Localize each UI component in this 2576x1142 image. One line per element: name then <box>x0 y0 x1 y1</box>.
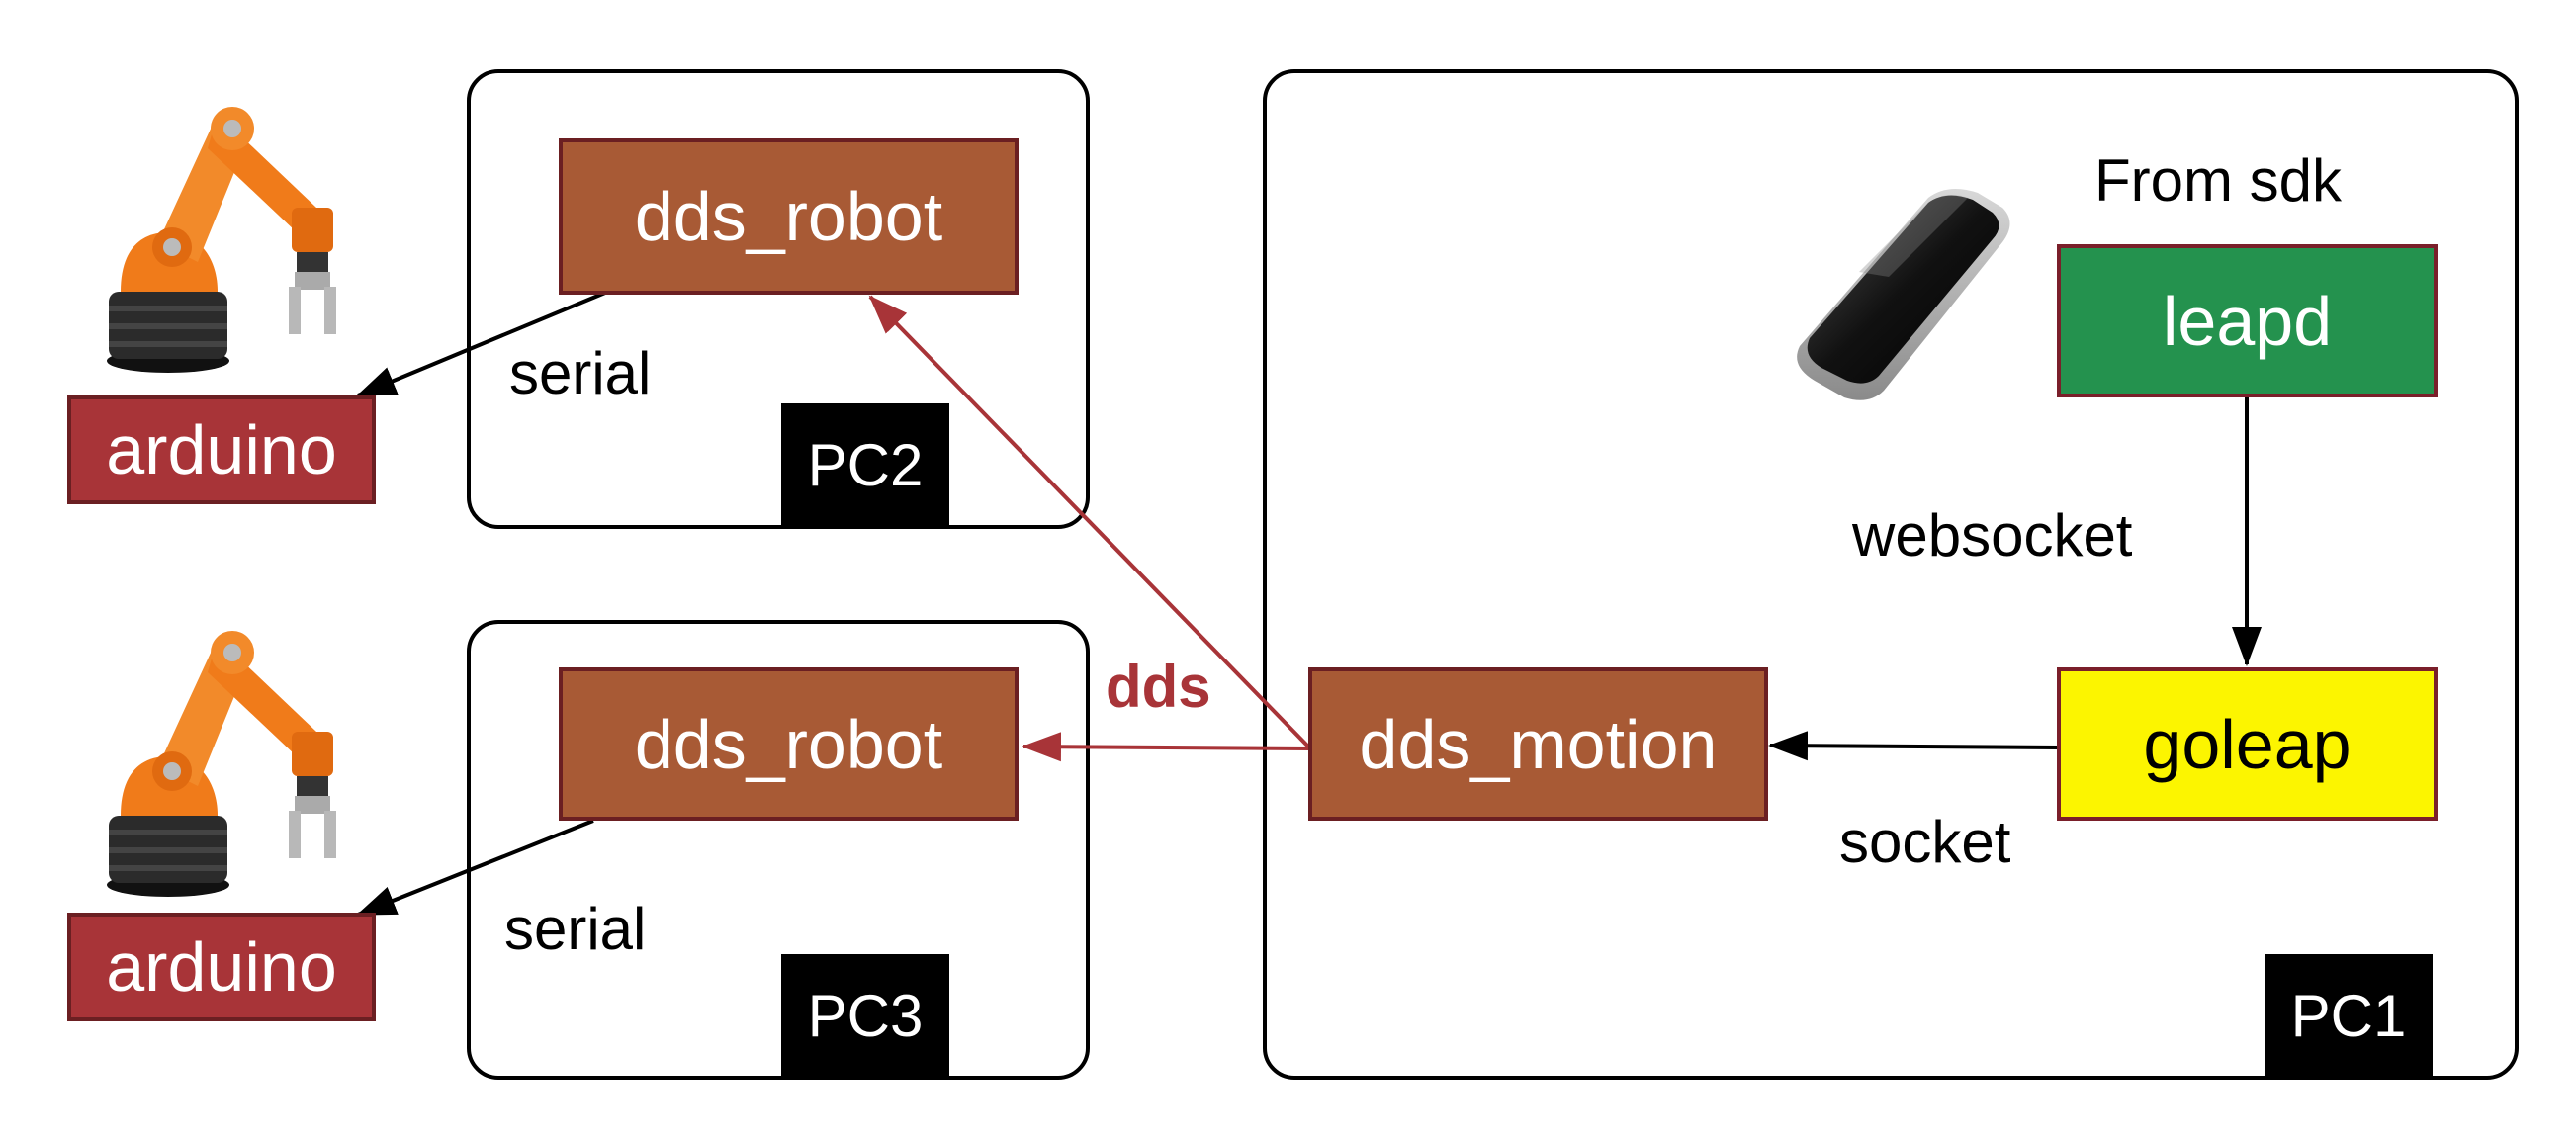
socket-arrow <box>1768 731 2060 761</box>
pc2-label: PC2 <box>781 403 949 527</box>
serial-label-top: serial <box>509 340 652 406</box>
dds-motion-node: dds_motion <box>1308 667 1768 821</box>
goleap-node: goleap <box>2057 667 2438 821</box>
robot-arm-icon <box>107 107 336 373</box>
serial-arrow-bottom <box>356 819 594 917</box>
arduino-top-node: arduino <box>67 395 376 504</box>
arduino-bottom-node: arduino <box>67 913 376 1021</box>
from-sdk-label: From sdk <box>2094 147 2343 214</box>
dds-arrow-top <box>868 295 1312 750</box>
pc3-frame <box>467 620 1090 1080</box>
dds-arrow-bottom <box>1022 732 1311 762</box>
serial-arrow-top <box>356 291 606 397</box>
websocket-label: websocket <box>1852 502 2133 569</box>
dds-label: dds <box>1106 654 1211 720</box>
pc1-label: PC1 <box>2265 954 2433 1078</box>
dds-robot-bottom-node: dds_robot <box>559 667 1019 821</box>
pc3-label: PC3 <box>781 954 949 1078</box>
pc2-frame <box>467 69 1090 529</box>
robot-arm-icon <box>107 631 336 897</box>
socket-label: socket <box>1839 809 2011 875</box>
dds-robot-top-node: dds_robot <box>559 138 1019 295</box>
serial-label-bottom: serial <box>504 896 647 962</box>
leap-motion-device-icon <box>1797 189 2010 400</box>
pc1-frame <box>1263 69 2519 1080</box>
leapd-node: leapd <box>2057 244 2438 397</box>
